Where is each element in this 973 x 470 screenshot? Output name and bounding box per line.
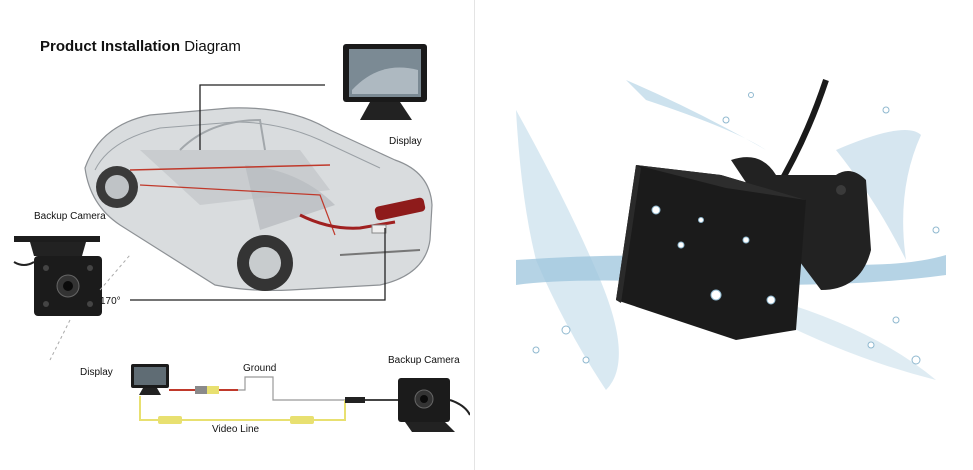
waterproof-camera-photo — [476, 0, 973, 470]
backup-camera-icon — [13, 236, 102, 316]
title-rest: Diagram — [184, 38, 241, 55]
label-video-line: Video Line — [212, 424, 260, 435]
title-bold: Product Installation — [40, 38, 181, 55]
splash-illustration — [516, 79, 946, 390]
diagram-illustration — [13, 44, 470, 432]
label-ground: Ground — [243, 363, 277, 374]
installation-diagram-panel: Product Installation Diagram — [0, 0, 470, 470]
label-angle: 170° — [100, 296, 121, 307]
small-display-icon — [131, 364, 169, 395]
label-display-top: Display — [389, 136, 422, 147]
label-backup-camera-bottom: Backup Camera — [388, 355, 460, 366]
panel-divider — [474, 0, 475, 470]
display-monitor-icon — [343, 44, 427, 120]
car-illustration — [84, 107, 433, 292]
label-display-bottom: Display — [80, 367, 113, 378]
label-backup-camera-left: Backup Camera — [34, 211, 106, 222]
diagram-title: Product Installation Diagram — [40, 38, 241, 55]
backup-camera-small-icon — [398, 378, 470, 432]
